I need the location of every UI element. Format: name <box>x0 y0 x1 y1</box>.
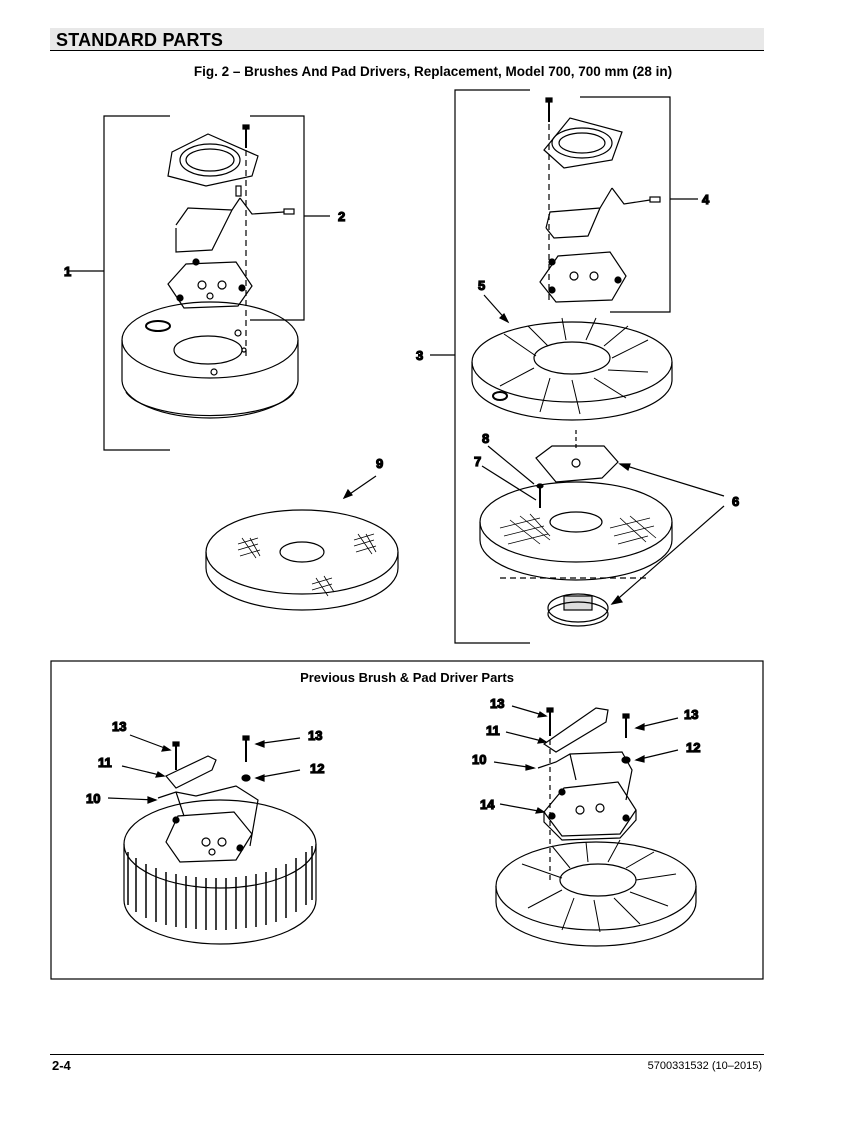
previous-parts-box <box>50 660 764 980</box>
prev-left-callout-10: 10 <box>86 791 100 806</box>
callout-2: 2 <box>338 209 345 224</box>
mounting-plate-icon <box>167 133 259 187</box>
prev-left-callout-12: 12 <box>310 761 324 776</box>
prev-left-callout-13b: 13 <box>308 728 322 743</box>
hub-icon <box>539 251 627 303</box>
prev-right-callout-13b: 13 <box>684 707 698 722</box>
callout-7: 7 <box>474 454 481 469</box>
callout-5: 5 <box>478 278 485 293</box>
callout-1: 1 <box>64 264 71 279</box>
hub-icon <box>167 261 253 309</box>
callout-8: 8 <box>482 431 489 446</box>
prev-right-callout-14: 14 <box>480 797 495 812</box>
prev-right-callout-10: 10 <box>472 752 486 767</box>
pad-icon <box>479 481 673 563</box>
callout-3: 3 <box>416 348 423 363</box>
footer-rule <box>50 1054 764 1055</box>
callout-4: 4 <box>702 192 710 207</box>
page-number: 2-4 <box>52 1058 71 1073</box>
previous-brush-assembly <box>107 734 317 945</box>
centering-device-icon <box>547 593 609 623</box>
pad-driver-icon <box>471 321 673 403</box>
prev-right-callout-13a: 13 <box>490 696 504 711</box>
prev-left-callout-11: 11 <box>98 755 112 770</box>
brush-body-icon <box>121 301 299 379</box>
spring-wire-icon <box>545 187 651 239</box>
callout-9: 9 <box>376 456 383 471</box>
section-header-bar: STANDARD PARTS <box>50 28 764 51</box>
spring-wire-icon <box>175 197 285 253</box>
screw-icon <box>242 124 250 148</box>
prev-right-callout-12: 12 <box>686 740 700 755</box>
figure-caption: Fig. 2 – Brushes And Pad Drivers, Replac… <box>193 64 673 79</box>
previous-pad-driver-assembly <box>493 705 697 947</box>
section-title: STANDARD PARTS <box>56 30 224 50</box>
pad-item-9 <box>205 475 399 611</box>
left-brush-assembly <box>68 115 330 451</box>
document-id: 5700331532 (10–2015) <box>647 1060 762 1072</box>
pad-holder-icon <box>535 445 619 483</box>
right-pad-driver-assembly <box>430 89 725 644</box>
prev-left-callout-13a: 13 <box>112 719 126 734</box>
prev-right-callout-11: 11 <box>486 723 500 738</box>
callout-6: 6 <box>732 494 739 509</box>
previous-parts-title: Previous Brush & Pad Driver Parts <box>300 670 514 685</box>
screw-icon <box>545 97 553 122</box>
